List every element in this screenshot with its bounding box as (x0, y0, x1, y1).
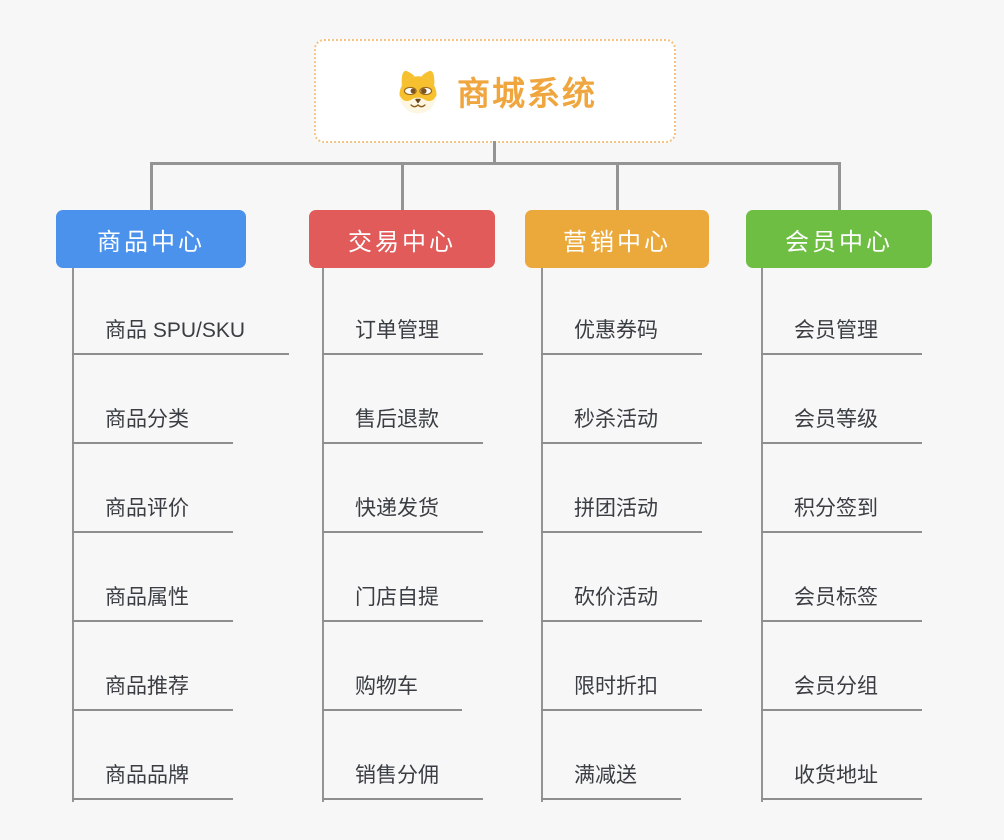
branch-node-3[interactable]: 营销中心 (525, 210, 709, 268)
leaf-label: 销售分佣 (355, 764, 439, 787)
connector-column-spine (72, 268, 74, 802)
leaf-label: 商品品牌 (105, 764, 189, 787)
leaf-label: 会员等级 (794, 408, 878, 431)
leaf-label: 快递发货 (355, 497, 439, 520)
connector-column-spine (761, 268, 763, 802)
leaf-label: 订单管理 (355, 319, 439, 342)
leaf-label: 商品分类 (105, 408, 189, 431)
leaf-label: 优惠券码 (574, 319, 658, 342)
leaf-node[interactable]: 商品分类 (72, 407, 233, 444)
branch-node-1[interactable]: 商品中心 (56, 210, 246, 268)
leaf-node[interactable]: 会员管理 (761, 318, 922, 355)
connector-column-spine (541, 268, 543, 802)
leaf-label: 限时折扣 (574, 675, 658, 698)
leaf-node[interactable]: 会员标签 (761, 585, 922, 622)
leaf-node[interactable]: 商品属性 (72, 585, 233, 622)
leaf-node[interactable]: 商品推荐 (72, 674, 233, 711)
leaf-node[interactable]: 购物车 (322, 674, 462, 711)
connector-branch-drop (837, 162, 841, 210)
branch-label: 交易中心 (348, 228, 456, 256)
leaf-node[interactable]: 收货地址 (761, 763, 922, 800)
branch-node-4[interactable]: 会员中心 (746, 210, 932, 268)
branch-label: 商品中心 (97, 228, 205, 256)
leaf-label: 会员分组 (794, 675, 878, 698)
leaf-node[interactable]: 快递发货 (322, 496, 483, 533)
leaf-label: 秒杀活动 (574, 408, 658, 431)
leaf-label: 会员管理 (794, 319, 878, 342)
leaf-node[interactable]: 砍价活动 (541, 585, 702, 622)
leaf-label: 积分签到 (794, 497, 878, 520)
leaf-node[interactable]: 积分签到 (761, 496, 922, 533)
leaf-node[interactable]: 优惠券码 (541, 318, 702, 355)
shiba-dog-icon (393, 67, 443, 115)
leaf-node[interactable]: 商品 SPU/SKU (72, 318, 290, 355)
leaf-node[interactable]: 门店自提 (322, 585, 483, 622)
branch-label: 营销中心 (563, 228, 671, 256)
leaf-label: 商品属性 (105, 586, 189, 609)
connector-branch-drop (149, 162, 153, 210)
leaf-node[interactable]: 限时折扣 (541, 674, 702, 711)
leaf-node[interactable]: 拼团活动 (541, 496, 702, 533)
connector-column-spine (322, 268, 324, 802)
leaf-label: 售后退款 (355, 408, 439, 431)
leaf-label: 满减送 (574, 764, 637, 787)
leaf-node[interactable]: 会员分组 (761, 674, 922, 711)
leaf-label: 商品评价 (105, 497, 189, 520)
root-node[interactable]: 商城系统 (314, 39, 676, 143)
leaf-node[interactable]: 售后退款 (322, 407, 483, 444)
connector-root-stub (493, 141, 496, 164)
connector-branch-drop (615, 162, 619, 210)
leaf-label: 购物车 (355, 675, 418, 698)
leaf-label: 收货地址 (794, 764, 878, 787)
leaf-node[interactable]: 订单管理 (322, 318, 483, 355)
leaf-node[interactable]: 会员等级 (761, 407, 922, 444)
leaf-label: 拼团活动 (574, 497, 658, 520)
leaf-label: 砍价活动 (574, 586, 658, 609)
leaf-label: 会员标签 (794, 586, 878, 609)
leaf-node[interactable]: 满减送 (541, 763, 681, 800)
root-title: 商城系统 (457, 75, 597, 112)
leaf-label: 门店自提 (355, 586, 439, 609)
leaf-label: 商品推荐 (105, 675, 189, 698)
leaf-node[interactable]: 商品评价 (72, 496, 233, 533)
branch-node-2[interactable]: 交易中心 (309, 210, 495, 268)
branch-label: 会员中心 (785, 228, 893, 256)
leaf-label: 商品 SPU/SKU (105, 319, 246, 342)
connector-bus (150, 162, 841, 165)
leaf-node[interactable]: 销售分佣 (322, 763, 483, 800)
leaf-node[interactable]: 秒杀活动 (541, 407, 702, 444)
connector-branch-drop (400, 162, 404, 210)
leaf-node[interactable]: 商品品牌 (72, 763, 233, 800)
